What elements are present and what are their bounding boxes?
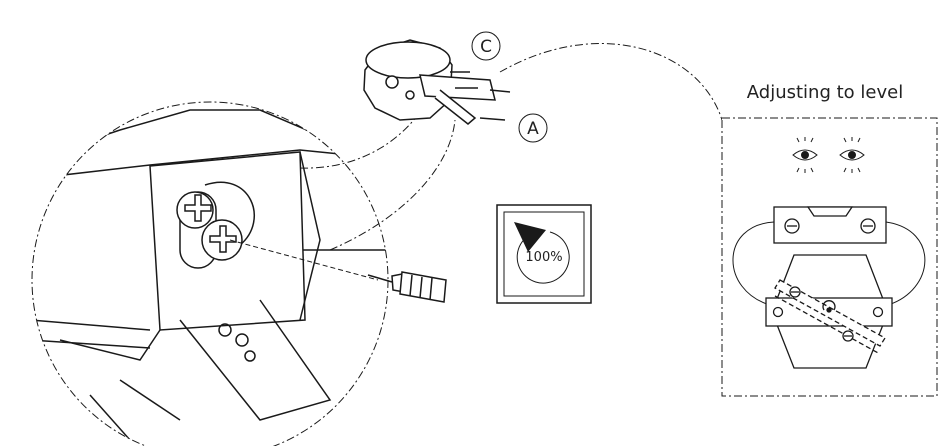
panel-title: Adjusting to level: [747, 82, 903, 103]
junction-box: [363, 39, 511, 125]
level-panel: Adjusting to level: [721, 82, 938, 397]
eye-icon: [839, 137, 865, 173]
torque-value: 100%: [525, 250, 562, 265]
screw-guide-line: [229, 239, 379, 281]
rotate-arrow-left: [732, 221, 775, 306]
callout-c: C: [471, 31, 501, 61]
mounting-plate: [765, 254, 893, 369]
rotate-arrow-right: [885, 221, 926, 306]
zoom-detail: [31, 101, 389, 446]
torque-icon: 100%: [496, 204, 592, 304]
callout-c-label: C: [480, 37, 492, 57]
callout-a-label: A: [527, 119, 539, 139]
level-icon: [773, 206, 887, 244]
eye-icon: [792, 137, 818, 173]
callout-a: A: [518, 113, 548, 143]
screwdriver-icon: [367, 271, 447, 303]
leader-lines: [299, 43, 723, 251]
